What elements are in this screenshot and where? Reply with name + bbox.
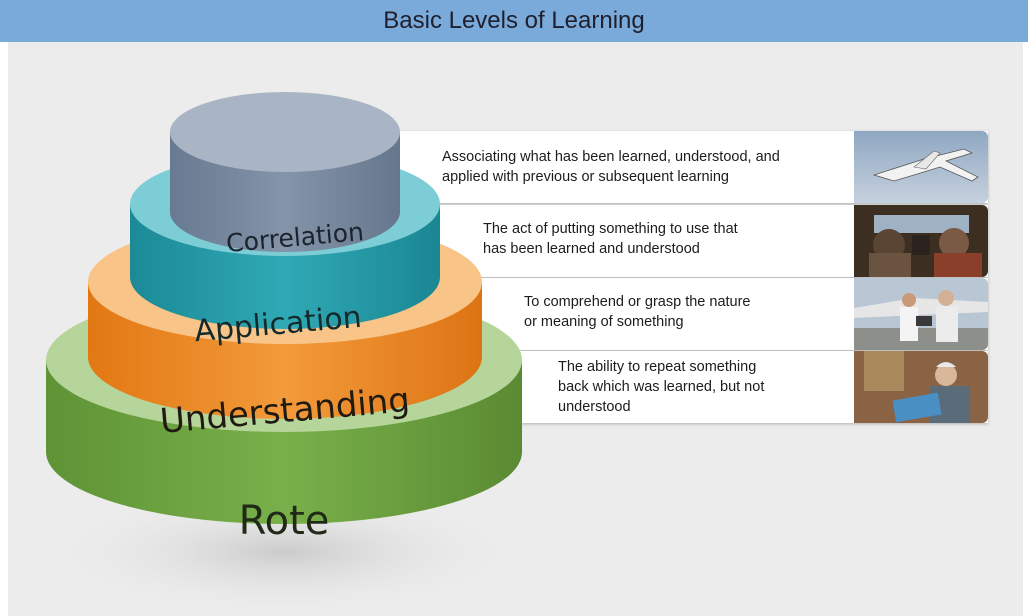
description-understanding: To comprehend or grasp the nature or mea… (524, 294, 751, 330)
diagram-panel: Associating what has been learned, under… (8, 42, 1023, 616)
stack-shadow (39, 488, 529, 616)
person-reading-photo (854, 351, 988, 423)
cockpit-crew-photo (854, 205, 988, 277)
airplane-in-flight-photo (854, 131, 988, 203)
title-bar: Basic Levels of Learning (0, 0, 1028, 42)
learning-levels-stack: Rote Understanding Application Correlati… (39, 92, 529, 616)
level-label-rote: Rote (239, 498, 330, 544)
instructor-and-student-photo (854, 278, 988, 350)
description-correlation: Associating what has been learned, under… (442, 149, 780, 185)
level-correlation: Correlation (170, 92, 400, 258)
page-title: Basic Levels of Learning (383, 7, 645, 34)
description-rote: The ability to repeat something back whi… (558, 359, 765, 415)
description-application: The act of putting something to use that… (483, 221, 738, 257)
